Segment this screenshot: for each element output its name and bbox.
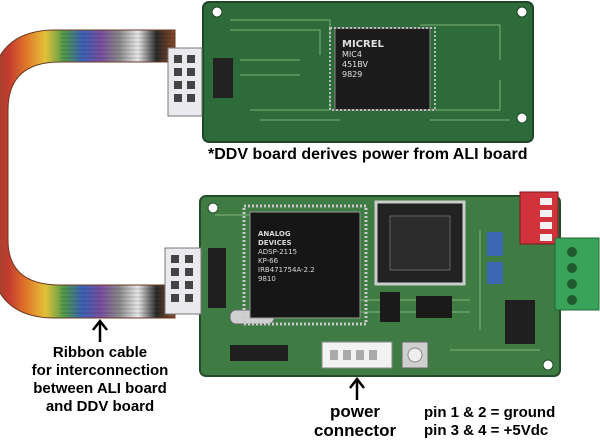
bottom-chip-label: ANALOG DEVICES ADSP-2115 KP-66 IRB471754… [258,230,354,284]
ddv-power-note: *DDV board derives power from ALI board [208,146,528,163]
ribbon-arrow [92,318,108,342]
chip-mark-line: ANALOG [258,230,291,238]
dip-switch [519,191,559,245]
chip-mark-line: KP-66 [258,257,279,265]
chip-mark-line: DEVICES [258,239,292,247]
power-connector-label: power connector [300,402,410,440]
chip-mark-line: 9810 [258,275,276,283]
chip-mark-line: 451BV [342,60,368,69]
chip-mark-line: IRB471754A-2.2 [258,266,315,274]
chip-mark-line: 9829 [342,70,363,79]
ribbon-cable [0,29,176,319]
bottom-idc-connector [164,247,202,315]
ribbon-label-line: between ALI board [33,380,167,397]
ribbon-label-line: for interconnection [31,362,169,379]
pin-notes: pin 1 & 2 = ground pin 3 & 4 = +5Vdc [424,404,555,440]
pin-note-ground: pin 1 & 2 = ground [424,404,556,421]
chip-mark-line: MICREL [342,39,384,50]
terminal-block [554,237,600,311]
ali-board [199,195,561,377]
top-idc-connector [167,47,203,117]
ribbon-cable-label: Ribbon cable for interconnection between… [0,344,200,416]
power-label-line: power [329,402,381,421]
pin-note-power: pin 3 & 4 = +5Vdc [424,422,549,439]
chip-mark-line: MIC4 [342,50,362,59]
power-label-line: connector [313,421,397,440]
ddv-board [202,1,534,143]
ribbon-label-line: and DDV board [45,398,155,415]
ribbon-label-line: Ribbon cable [52,344,148,361]
chip-mark-line: ADSP-2115 [258,248,298,256]
power-arrow [349,376,365,400]
top-chip-label: MICREL MIC4 451BV 9829 [342,40,422,80]
